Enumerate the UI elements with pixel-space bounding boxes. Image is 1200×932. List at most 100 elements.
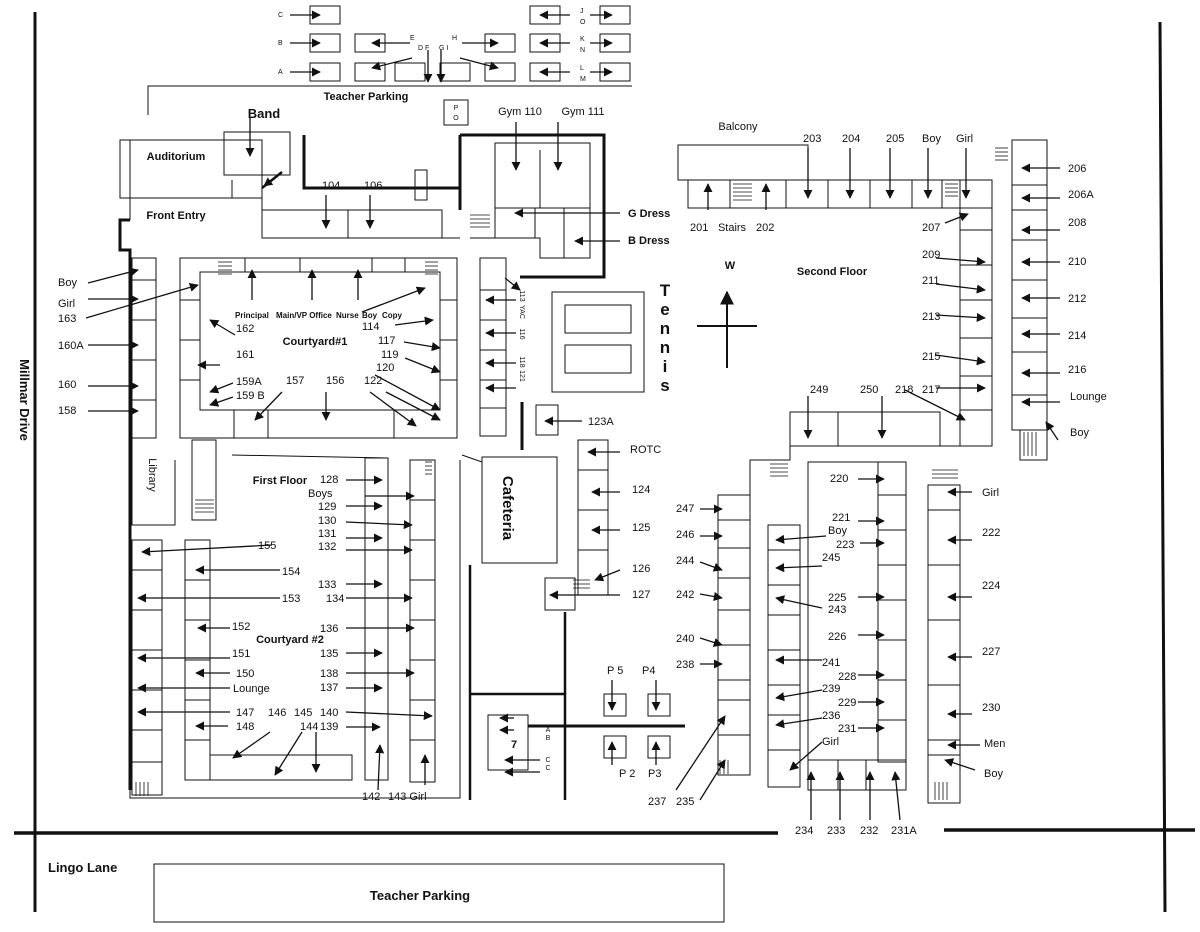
room-label: 233 (827, 825, 845, 837)
boy-restroom-label: Boy (58, 277, 77, 289)
room-label: 240 (676, 633, 694, 645)
room-label: 244 (676, 555, 694, 567)
room-label: 133 (318, 579, 336, 591)
room-label: 203 (803, 133, 821, 145)
tennis-letter: i (663, 357, 668, 376)
room-label: 242 (676, 589, 694, 601)
portable-p5-label: P 5 (607, 665, 623, 677)
room-label: 209 (922, 249, 940, 261)
room-label: 236 (822, 710, 840, 722)
tennis-letter: e (660, 300, 669, 319)
room-label: 148 (236, 721, 254, 733)
room-label: 223 (836, 539, 854, 551)
room-label: 234 (795, 825, 813, 837)
compass-w-label: W (725, 260, 736, 272)
room-label: 160 (58, 379, 76, 391)
band-label: Band (248, 106, 281, 121)
room-label: 205 (886, 133, 904, 145)
cafeteria-label: Cafeteria (499, 476, 516, 541)
room-label: 249 (810, 384, 828, 396)
room-label: 134 (326, 593, 344, 605)
room-label: 128 (320, 474, 338, 486)
room-label: 213 (922, 311, 940, 323)
tennis-letter: T (660, 281, 671, 300)
portable-letter: B (546, 735, 551, 742)
room-label: 127 (632, 589, 650, 601)
room-label: 226 (828, 631, 846, 643)
room-label: 139 (320, 721, 338, 733)
room-label: 130 (318, 515, 336, 527)
roads (14, 12, 1195, 913)
millmar-drive-label: Millmar Drive (17, 359, 32, 441)
room-label: 123A (588, 416, 614, 428)
room-label: 222 (982, 527, 1000, 539)
first-floor-walls (118, 131, 685, 800)
room-label: 239 (822, 683, 840, 695)
boy-restroom-label: Boy (1070, 427, 1089, 439)
lingo-lane-label: Lingo Lane (48, 860, 117, 875)
room-label: 157 (286, 375, 304, 387)
room-label: 227 (982, 646, 1000, 658)
room-labels: 104 106 162 114 117 119 120 122 161 159A… (58, 133, 1094, 837)
room-label: 147 (236, 707, 254, 719)
room-label: 131 (318, 528, 336, 540)
room-label: 145 (294, 707, 312, 719)
room-label: 228 (838, 671, 856, 683)
lot-letter: L (580, 65, 584, 72)
room-label: 129 (318, 501, 336, 513)
room-label: 162 (236, 323, 254, 335)
lot-letter: C (278, 12, 283, 19)
room-label: 243 (828, 604, 846, 616)
lot-letter: B (278, 40, 283, 47)
compass-rose (697, 290, 757, 368)
room-label: 250 (860, 384, 878, 396)
top-parking-arrows (290, 10, 613, 83)
room-label: 135 (320, 648, 338, 660)
room-label: 159A (236, 376, 262, 388)
second-floor-arrows (675, 148, 1060, 821)
room-label: 221 (832, 512, 850, 524)
room-label: 159 B (236, 390, 265, 402)
room-label: 211 (922, 275, 940, 287)
room-label: 247 (676, 503, 694, 515)
boy-restroom-label: Boy (362, 311, 378, 320)
boy-restroom-label: Boy (984, 768, 1003, 780)
room-label: 138 (320, 668, 338, 680)
courtyard-2-label: Courtyard #2 (256, 634, 324, 646)
room-label: 126 (632, 563, 650, 575)
girl-restroom-label: Girl (822, 736, 839, 748)
room-label: 156 (326, 375, 344, 387)
lot-letter: K (580, 36, 585, 43)
room-label: 241 (822, 657, 840, 669)
lot-letter: N (580, 47, 585, 54)
room-label: 151 (232, 648, 250, 660)
portable-p4-label: P4 (642, 665, 655, 677)
room-label: 137 (320, 682, 338, 694)
stairs (135, 214, 590, 796)
second-floor-label: Second Floor (797, 266, 868, 278)
first-floor-label: First Floor (253, 475, 308, 487)
tennis-letter: s (660, 376, 669, 395)
bottom-teacher-parking-label: Teacher Parking (370, 888, 470, 903)
men-restroom-label: Men (984, 738, 1005, 750)
room-label: 231 (838, 723, 856, 735)
room-label: 216 (1068, 364, 1086, 376)
room-arrows (85, 118, 661, 791)
portable-p2-label: P 2 (619, 768, 635, 780)
room-label: 220 (830, 473, 848, 485)
room-label: 207 (922, 222, 940, 234)
room-label: 206A (1068, 189, 1094, 201)
auditorium-label: Auditorium (147, 151, 206, 163)
room-label: 231A (891, 825, 917, 837)
room-label: 114 (362, 321, 380, 333)
lot-letter: H (452, 35, 457, 42)
room-label: 124 (632, 484, 650, 496)
balcony-label: Balcony (718, 121, 758, 133)
room-label: 161 (236, 349, 254, 361)
room-label: 154 (282, 566, 300, 578)
portable-letter: C (545, 765, 550, 772)
courtyard-1-label: Courtyard#1 (283, 336, 348, 348)
yac-label: YAC (518, 305, 525, 319)
room-label: 206 (1068, 163, 1086, 175)
room-label: 215 (922, 351, 940, 363)
